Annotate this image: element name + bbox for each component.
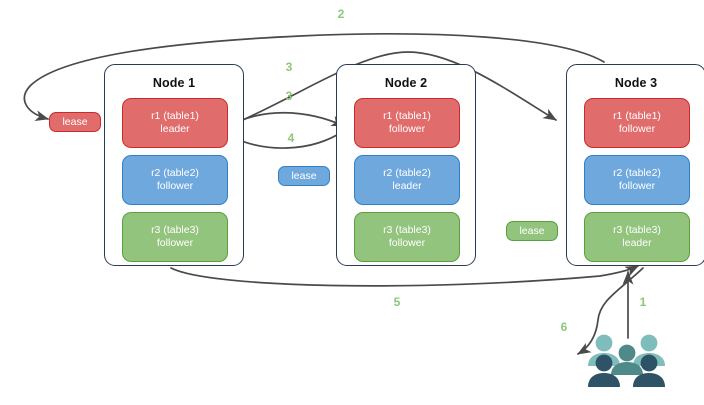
replica-node1-r1[interactable]: r1 (table1) leader	[122, 98, 228, 148]
node-title-1: Node 1	[152, 76, 196, 90]
step-label-5: 5	[393, 295, 401, 309]
step-label-4: 4	[287, 131, 295, 145]
node-title-2: Node 2	[384, 76, 428, 90]
step-label-3a: 3	[285, 60, 293, 74]
replica-node2-r2[interactable]: r2 (table2) leader	[354, 155, 460, 205]
step-label-3b: 3	[285, 89, 293, 103]
edge-5-response-to-node3	[170, 265, 639, 287]
node-title-3: Node 3	[614, 76, 658, 90]
replica-node3-r2[interactable]: r2 (table2) follower	[584, 155, 690, 205]
people-group-icon	[588, 334, 665, 387]
step-label-6: 6	[560, 320, 568, 334]
step-label-2: 2	[337, 7, 345, 21]
replica-node1-r3[interactable]: r3 (table3) follower	[122, 212, 228, 262]
replica-node3-r3[interactable]: r3 (table3) leader	[584, 212, 690, 262]
replica-node2-r1[interactable]: r1 (table1) follower	[354, 98, 460, 148]
replica-node3-r1[interactable]: r1 (table1) follower	[584, 98, 690, 148]
replica-node2-r3[interactable]: r3 (table3) follower	[354, 212, 460, 262]
replica-node1-r2[interactable]: r2 (table2) follower	[122, 155, 228, 205]
lease-badge-r3[interactable]: lease	[506, 221, 558, 241]
step-label-1: 1	[639, 295, 647, 309]
lease-badge-r2[interactable]: lease	[278, 166, 330, 186]
node-container-1: Node 1 r1 (table1) leader r2 (table2) fo…	[104, 64, 244, 266]
node-container-2: Node 2 r1 (table1) follower r2 (table2) …	[336, 64, 476, 266]
node-container-3: Node 3 r1 (table1) follower r2 (table2) …	[566, 64, 704, 266]
lease-badge-r1[interactable]: lease	[49, 112, 101, 132]
